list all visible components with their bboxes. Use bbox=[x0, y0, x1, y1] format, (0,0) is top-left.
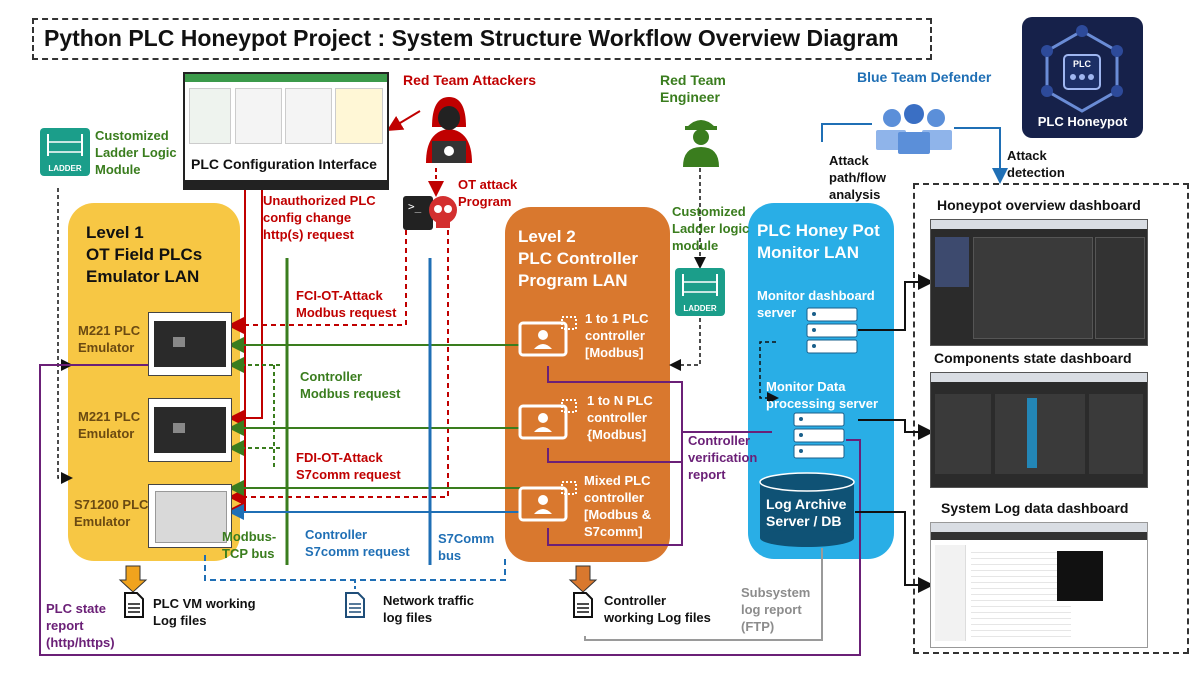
ladder-icon: LADDER bbox=[40, 128, 90, 176]
document-icon bbox=[124, 592, 144, 618]
ladder-icon: LADDER bbox=[675, 268, 725, 316]
chip-icon: PLC bbox=[1041, 25, 1123, 113]
level2-panel bbox=[505, 207, 670, 562]
m221-plc-2-image bbox=[148, 398, 232, 462]
server-icon bbox=[793, 412, 845, 462]
document-icon bbox=[573, 592, 593, 618]
svg-text:PLC: PLC bbox=[1073, 59, 1092, 69]
dashboards-group bbox=[913, 183, 1189, 654]
skull-icon bbox=[426, 194, 460, 230]
engineer-icon bbox=[681, 113, 721, 167]
plc-honeypot-logo: PLC PLC Honeypot bbox=[1022, 17, 1143, 138]
defender-team-icon bbox=[872, 100, 956, 158]
overview-dashboard-label: Honeypot overview dashboard bbox=[937, 197, 1141, 213]
m221-plc-1-image bbox=[148, 312, 232, 376]
controller-icon-3 bbox=[518, 480, 578, 528]
overview-dashboard-screenshot bbox=[930, 219, 1148, 346]
modbus-bus-label: Modbus-TCP bus bbox=[222, 529, 277, 561]
controller-icon-2 bbox=[518, 398, 578, 446]
ladder-icon-text: LADDER bbox=[48, 164, 82, 173]
server-icon bbox=[806, 307, 858, 357]
logo-text: PLC Honeypot bbox=[1037, 114, 1128, 129]
blue-team-defender-label: Blue Team Defender bbox=[857, 69, 992, 85]
components-dashboard-screenshot bbox=[930, 372, 1148, 488]
plc-config-interface-screen: PLC Configuration Interface bbox=[183, 72, 389, 190]
page-title: Python PLC Honeypot Project : System Str… bbox=[44, 25, 899, 51]
hacker-icon bbox=[418, 93, 480, 165]
controller-icon-1 bbox=[518, 315, 578, 363]
syslog-dashboard-screenshot bbox=[930, 522, 1148, 648]
components-dashboard-label: Components state dashboard bbox=[934, 350, 1132, 366]
document-icon bbox=[345, 592, 365, 618]
s71200-plc-image bbox=[148, 484, 232, 548]
syslog-dashboard-label: System Log data dashboard bbox=[941, 500, 1129, 516]
terminal-icon: >_ bbox=[403, 196, 433, 230]
title-frame bbox=[32, 18, 932, 60]
ladder-icon-text: LADDER bbox=[683, 304, 717, 313]
config-interface-label: PLC Configuration Interface bbox=[191, 156, 377, 172]
red-team-attackers-label: Red Team Attackers bbox=[403, 72, 537, 88]
